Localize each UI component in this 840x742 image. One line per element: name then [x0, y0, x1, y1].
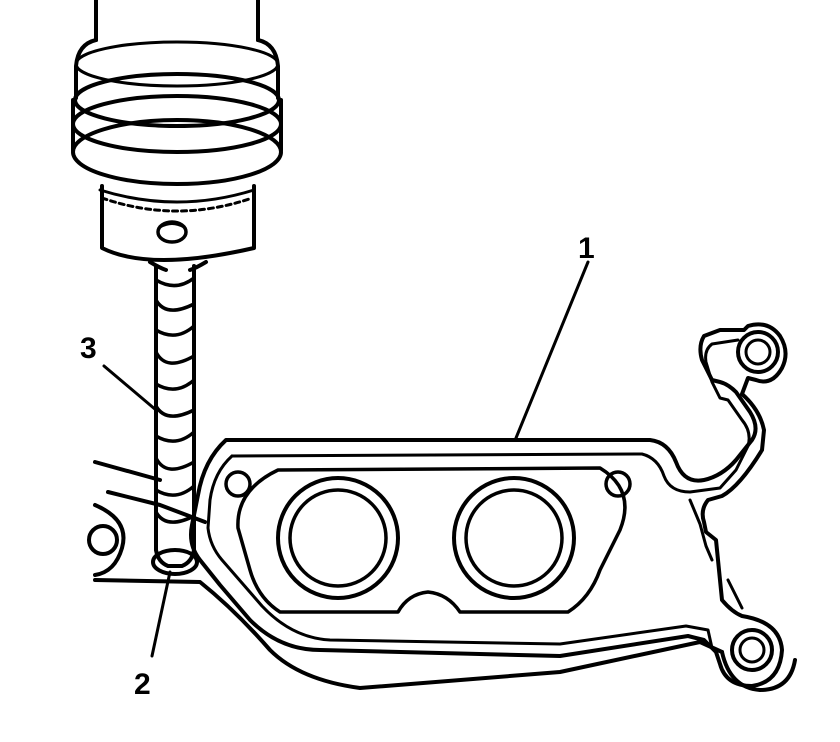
leader-lines [102, 260, 590, 658]
leader-line-2 [150, 570, 172, 658]
drilled-hole [151, 548, 199, 576]
leader-line-1 [514, 260, 590, 440]
drill-chuck [71, 0, 283, 272]
callout-2: 2 [134, 668, 151, 701]
gasket-plate [189, 322, 788, 688]
leader-line-3 [102, 364, 158, 412]
callout-1: 1 [578, 232, 595, 265]
drill-bit [154, 264, 196, 568]
callout-3: 3 [80, 332, 97, 365]
